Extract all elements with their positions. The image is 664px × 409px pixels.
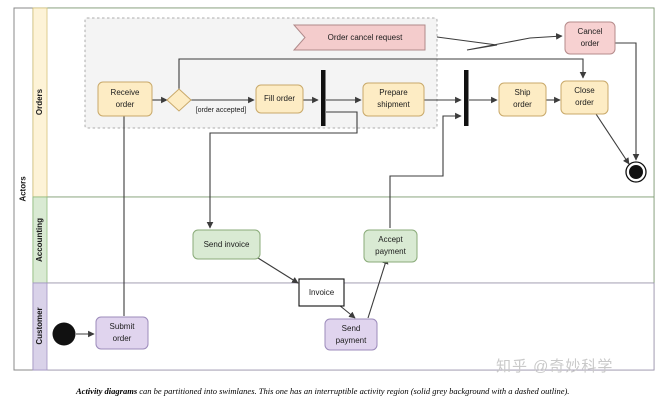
- node-label-ship-order-line1: Ship: [514, 88, 531, 97]
- node-label-cancel-order-line1: Cancel: [578, 27, 603, 36]
- node-label-receive-order-line2: order: [116, 100, 135, 109]
- node-label-accept-payment-line1: Accept: [378, 235, 403, 244]
- caption-bold-part: Activity diagrams: [75, 386, 138, 396]
- edge-send-invoice-to-invoice: [257, 257, 299, 284]
- node-label-submit-order-line1: Submit: [110, 322, 136, 331]
- node-send-invoice[interactable]: Send invoice: [192, 229, 261, 260]
- edge-accept-payment-to-join: [389, 112, 462, 228]
- outer-partition-label: Actors: [19, 176, 28, 202]
- guard-label-order-accepted: [order accepted]: [196, 107, 247, 114]
- node-send-payment[interactable]: Send payment: [324, 318, 378, 351]
- swimlane-accounting: Accounting: [32, 196, 655, 284]
- edge-cancel-order-to-final: [615, 42, 640, 161]
- node-label-send-invoice: Send invoice: [204, 240, 250, 249]
- node-receive-order[interactable]: Receive order: [97, 81, 153, 117]
- swimlane-label-customer: Customer: [35, 307, 44, 344]
- node-label-ship-order-line2: order: [513, 100, 532, 109]
- node-label-send-payment-line2: payment: [336, 336, 367, 345]
- node-ship-order[interactable]: Ship order: [498, 82, 547, 117]
- edge-fork-to-send-invoice: [206, 111, 358, 229]
- watermark: 知乎 @奇妙科学: [496, 358, 613, 375]
- edge-interrupting-zigzag: [436, 33, 563, 51]
- swimlane-label-accounting: Accounting: [35, 218, 44, 262]
- node-order-cancel-request[interactable]: Order cancel request: [292, 24, 426, 51]
- node-fill-order[interactable]: Fill order: [255, 84, 304, 114]
- node-label-fill-order: Fill order: [264, 94, 295, 103]
- node-label-order-cancel-request: Order cancel request: [328, 33, 403, 42]
- node-close-order[interactable]: Close order: [560, 80, 609, 115]
- node-label-accept-payment-line2: payment: [375, 247, 406, 256]
- node-label-prepare-shipment-line2: shipment: [377, 100, 410, 109]
- node-invoice-object[interactable]: Invoice: [298, 278, 345, 307]
- node-label-submit-order-line2: order: [113, 334, 132, 343]
- caption-rest: can be partitioned into swimlanes. This …: [137, 386, 569, 396]
- node-initial[interactable]: [52, 322, 76, 346]
- node-label-send-payment-line1: Send: [342, 324, 361, 333]
- node-label-close-order-line1: Close: [574, 86, 595, 95]
- node-label-close-order-line2: order: [575, 98, 594, 107]
- edge-layer: [76, 33, 640, 338]
- node-label-invoice: Invoice: [309, 288, 335, 297]
- node-label-receive-order-line1: Receive: [111, 88, 140, 97]
- edge-decision-to-close-order: [178, 58, 587, 89]
- node-decision[interactable]: [166, 88, 192, 112]
- node-label-prepare-shipment-line1: Prepare: [379, 88, 408, 97]
- node-join[interactable]: [464, 70, 469, 126]
- node-activity-final[interactable]: [625, 161, 647, 183]
- node-fork[interactable]: [321, 70, 326, 126]
- caption: Activity diagrams can be partitioned int…: [75, 386, 569, 396]
- edge-send-payment-to-accept-payment: [367, 257, 389, 319]
- node-prepare-shipment[interactable]: Prepare shipment: [362, 82, 425, 117]
- node-cancel-order[interactable]: Cancel order: [564, 21, 616, 55]
- edge-close-order-to-final: [595, 113, 630, 165]
- edge-invoice-to-send-payment: [338, 304, 356, 319]
- node-label-cancel-order-line2: order: [581, 39, 600, 48]
- node-accept-payment[interactable]: Accept payment: [363, 229, 418, 263]
- node-submit-order[interactable]: Submit order: [95, 316, 149, 350]
- swimlane-label-orders: Orders: [35, 88, 44, 115]
